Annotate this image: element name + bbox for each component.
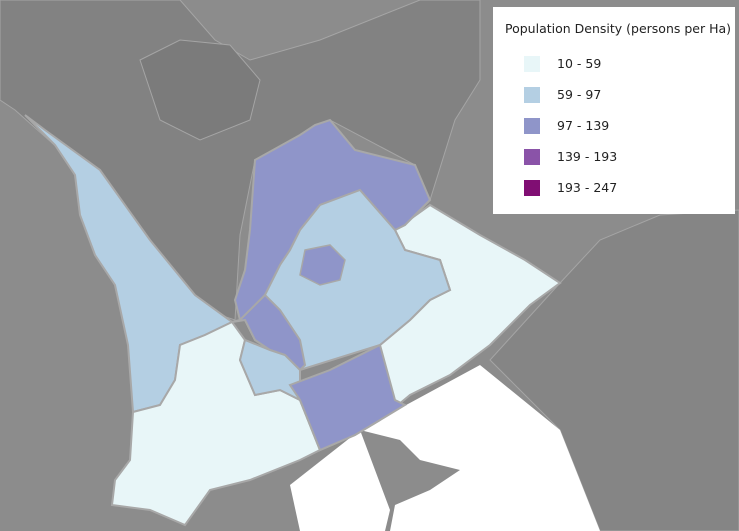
- neighbour-district-east: [489, 209, 739, 531]
- neighbour-district-north-inner: [139, 39, 261, 141]
- district-south-central: [288, 343, 408, 452]
- legend-label: 139 - 193: [557, 149, 618, 164]
- legend-label: 97 - 139: [557, 118, 610, 133]
- river-lower: [290, 430, 390, 531]
- legend-swatch: [524, 148, 540, 165]
- legend-item: 139 - 193: [505, 141, 723, 172]
- legend-item: 97 - 139: [505, 110, 723, 141]
- legend-item: 193 - 247: [505, 172, 723, 203]
- river-area: [360, 365, 600, 531]
- legend-label: 193 - 247: [557, 180, 618, 195]
- legend-swatch: [524, 117, 540, 134]
- legend-label: 59 - 97: [557, 87, 602, 102]
- legend-item: 59 - 97: [505, 79, 723, 110]
- district-central-core: [299, 244, 346, 286]
- district-small-blue: [238, 338, 301, 402]
- legend-item: 10 - 59: [505, 48, 723, 79]
- district-west-strip: [231, 293, 307, 372]
- legend-title: Population Density (persons per Ha): [505, 21, 732, 36]
- legend-swatch: [524, 86, 540, 103]
- legend-swatch: [524, 55, 540, 72]
- legend-swatch: [524, 179, 540, 196]
- legend-label: 10 - 59: [557, 56, 602, 71]
- legend: Population Density (persons per Ha) 10 -…: [493, 7, 735, 214]
